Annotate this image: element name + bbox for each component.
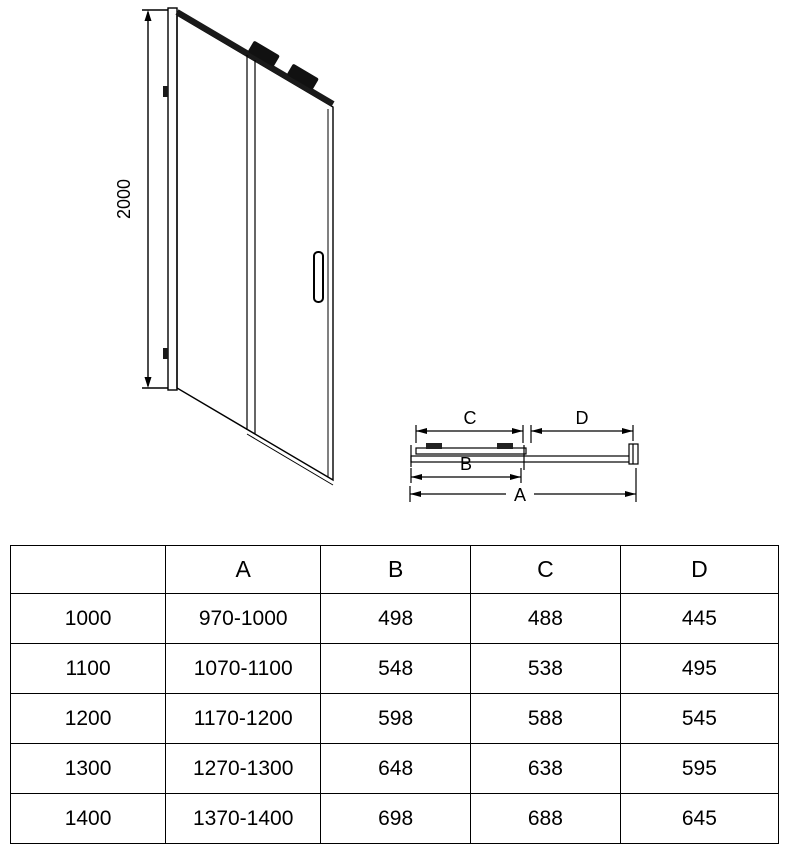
size-table-container: A B C D 1000 970-1000 498 488 445 1100 1… [9,545,780,844]
row-label: 1300 [9,743,167,794]
cell-c: 538 [470,643,621,694]
dimension-a: A [409,468,637,505]
cell-a: 1070-1100 [165,643,322,694]
arrow-left [531,428,542,434]
row-label: 1000 [9,593,167,644]
plan-fixed-panel [415,447,527,455]
plan-roller-right [497,443,513,449]
arrow-up [144,10,152,21]
dimension-c: C [415,408,524,443]
cell-d: 445 [619,593,780,644]
col-header-c: C [470,545,621,594]
row-label: 1100 [9,643,167,694]
arrow-right [622,428,633,434]
cell-b: 648 [320,743,471,794]
cell-a: 1270-1300 [165,743,322,794]
cell-a: 1170-1200 [165,693,322,744]
row-label: 1400 [9,793,167,844]
dim-c-label: C [464,408,477,428]
col-header-d: D [619,545,780,594]
front-view: 2000 [114,7,335,486]
table-row: 1400 1370-1400 698 688 645 [9,793,780,844]
cell-b: 548 [320,643,471,694]
cell-d: 545 [619,693,780,744]
technical-drawing: 2000 [114,7,639,505]
table-header-row: A B C D [9,545,780,594]
top-rail [175,9,335,107]
col-header-size [9,545,167,594]
cell-a: 1370-1400 [165,793,322,844]
table-row: 1300 1270-1300 648 638 595 [9,743,780,794]
table-row: 1100 1070-1100 548 538 495 [9,643,780,694]
row-label: 1200 [9,693,167,744]
dim-a-label: A [514,485,526,505]
cell-c: 488 [470,593,621,644]
dim-d-label: D [576,408,589,428]
table-row: 1200 1170-1200 598 588 545 [9,693,780,744]
col-header-b: B [320,545,471,594]
bottom-guide [246,433,334,486]
plan-sliding-panel [410,455,636,463]
roller-carriage-left [248,41,280,67]
cell-a: 970-1000 [165,593,322,644]
plan-view: C D B A [409,408,639,505]
arrow-right [625,491,636,497]
height-dimension-label: 2000 [114,179,134,219]
wall-bracket-bottom [163,348,168,359]
arrow-down [144,377,152,388]
dimension-d: D [530,408,634,443]
dimension-table: A B C D 1000 970-1000 498 488 445 1100 1… [9,545,780,844]
wall-profile-bar [167,7,178,391]
dimension-b: B [410,454,522,483]
cell-c: 638 [470,743,621,794]
table-row: 1000 970-1000 498 488 445 [9,593,780,644]
cell-b: 498 [320,593,471,644]
cell-d: 645 [619,793,780,844]
arrow-right [510,474,521,480]
arrow-left [416,428,427,434]
arrow-right [512,428,523,434]
wall-profile-left [163,7,178,391]
height-dimension: 2000 [114,9,170,389]
cell-c: 688 [470,793,621,844]
cell-c: 588 [470,693,621,744]
arrow-left [410,491,421,497]
dim-b-label: B [460,454,472,474]
wall-bracket-top [163,86,168,97]
cell-b: 698 [320,793,471,844]
cell-d: 495 [619,643,780,694]
arrow-left [411,474,422,480]
roller-carriage-right [287,64,319,90]
door-handle [313,251,324,303]
col-header-a: A [165,545,322,594]
cell-b: 598 [320,693,471,744]
cell-d: 595 [619,743,780,794]
plan-roller-left [426,443,442,449]
